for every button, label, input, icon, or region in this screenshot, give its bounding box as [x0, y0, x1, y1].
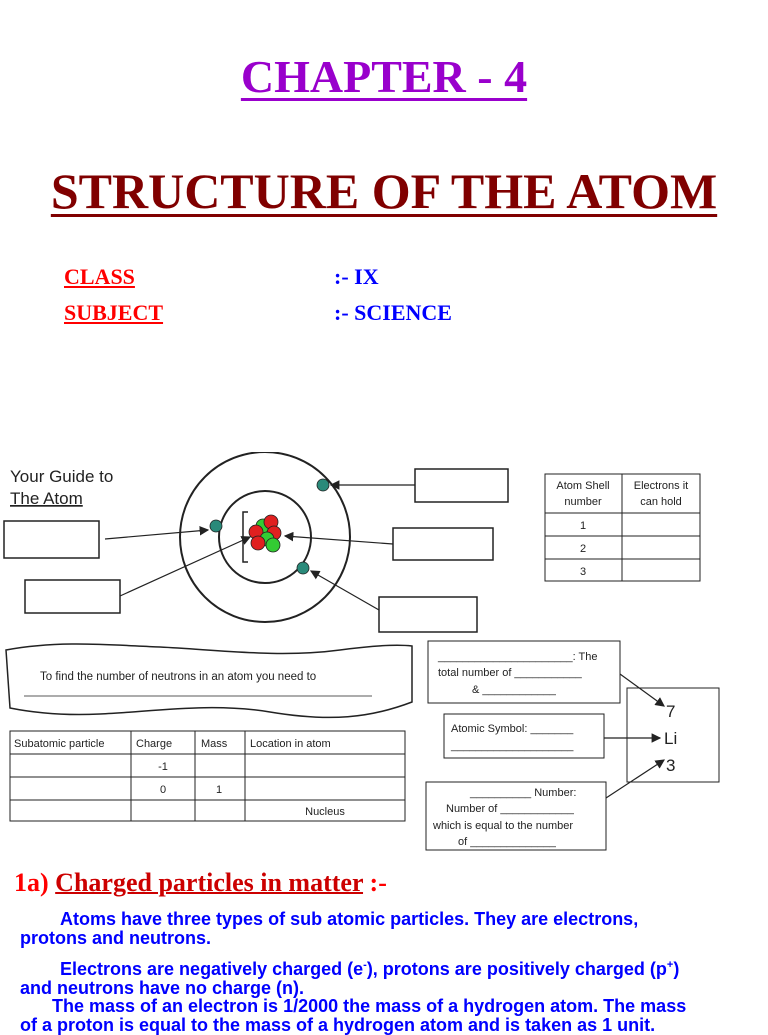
label-box-bottom-right	[378, 596, 478, 633]
section-heading: 1a) Charged particles in matter :-	[14, 868, 387, 898]
symbol-box-line1: Atomic Symbol: _______	[451, 723, 574, 735]
page-title: STRUCTURE OF THE ATOM	[50, 163, 718, 219]
paragraph-3: The mass of an electron is 1/2000 the ma…	[20, 997, 760, 1035]
atomic-box-line1: __________ Number:	[469, 787, 576, 799]
label-box-mid-right	[392, 527, 494, 561]
p2-part-a: Electrons are negatively charged (e	[60, 959, 364, 979]
subject-value: :- SCIENCE	[334, 300, 452, 325]
shell-header-2a: Electrons it	[634, 480, 688, 492]
paragraph-1: Atoms have three types of sub atomic par…	[20, 910, 760, 948]
mass-number-box: ______________________: The total number…	[427, 640, 621, 704]
element-box: 7 Li 3	[626, 687, 720, 783]
class-label: CLASS	[64, 264, 135, 289]
shell-header-1a: Atom Shell	[556, 480, 609, 492]
particle-cell-charge-2: 0	[160, 784, 166, 796]
particle-header-2: Charge	[136, 738, 172, 750]
particle-cell-location-3: Nucleus	[305, 806, 345, 818]
atomic-box-line4: of ______________	[458, 836, 557, 848]
shell-row-3: 3	[580, 566, 586, 578]
paragraph-2: Electrons are negatively charged (e-), p…	[20, 956, 760, 998]
shell-table: Atom Shell number Electrons it can hold …	[544, 473, 701, 582]
atomic-box-line3: which is equal to the number	[432, 820, 573, 832]
particle-header-1: Subatomic particle	[14, 738, 105, 750]
symbol-box-line2: ____________________	[450, 740, 574, 752]
particle-header-4: Location in atom	[250, 738, 331, 750]
guide-title-line2: The Atom	[10, 489, 83, 508]
label-box-left-2	[24, 579, 121, 614]
guide-title-line1: Your Guide to	[10, 467, 113, 486]
subject-label: SUBJECT	[64, 300, 164, 325]
electron-inner	[209, 519, 223, 533]
nucleus	[248, 514, 282, 553]
shell-header-1b: number	[564, 496, 602, 508]
particle-header-3: Mass	[201, 738, 228, 750]
element-mass-number: 7	[666, 702, 675, 721]
section-number: 1a)	[14, 868, 49, 897]
atomic-number-box: __________ Number: Number of ___________…	[425, 781, 607, 851]
p2-part-b: ), protons are positively charged (p	[366, 959, 667, 979]
p2-line2: and neutrons have no charge (n).	[20, 978, 305, 998]
p2-sup-minus: -	[363, 959, 367, 971]
class-value: :- IX	[334, 264, 379, 289]
p1-line1: Atoms have three types of sub atomic par…	[60, 909, 639, 929]
atom-worksheet: Your Guide to The Atom Atom S	[3, 452, 720, 851]
p3-line1: The mass of an electron is 1/2000 the ma…	[52, 996, 687, 1016]
mass-box-line3: & ____________	[472, 684, 557, 696]
electron-outer-2	[296, 561, 310, 575]
atom-diagram	[179, 452, 351, 623]
mass-box-line1: ______________________: The	[437, 651, 597, 663]
neutron-text: To find the number of neutrons in an ato…	[40, 671, 316, 683]
p1-line2: protons and neutrons.	[20, 928, 211, 948]
particle-table: Subatomic particle Charge Mass Location …	[9, 730, 406, 822]
label-box-top-right	[414, 468, 509, 503]
shell-row-1: 1	[580, 520, 586, 532]
particle-cell-charge-1: -1	[158, 761, 168, 773]
p2-sup-plus: +	[666, 959, 674, 971]
section-title: Charged particles in matter	[55, 868, 364, 897]
section-suffix: :-	[369, 868, 387, 897]
element-atomic-number: 3	[666, 756, 675, 775]
element-symbol: Li	[664, 729, 677, 748]
label-box-left-1	[3, 520, 100, 559]
mass-box-line2: total number of ___________	[438, 667, 583, 679]
chapter-heading: CHAPTER - 4	[240, 51, 528, 102]
p3-line2: of a proton is equal to the mass of a hy…	[20, 1015, 656, 1035]
shell-row-2: 2	[580, 543, 586, 555]
atomic-symbol-box: Atomic Symbol: _______ _________________…	[443, 713, 605, 759]
electron-outer-1	[316, 478, 330, 492]
shell-header-2b: can hold	[640, 496, 682, 508]
p2-part-c: )	[673, 959, 680, 979]
particle-cell-mass-2: 1	[216, 784, 222, 796]
neutron-banner: To find the number of neutrons in an ato…	[5, 643, 413, 719]
atomic-box-line2: Number of ____________	[446, 803, 575, 815]
